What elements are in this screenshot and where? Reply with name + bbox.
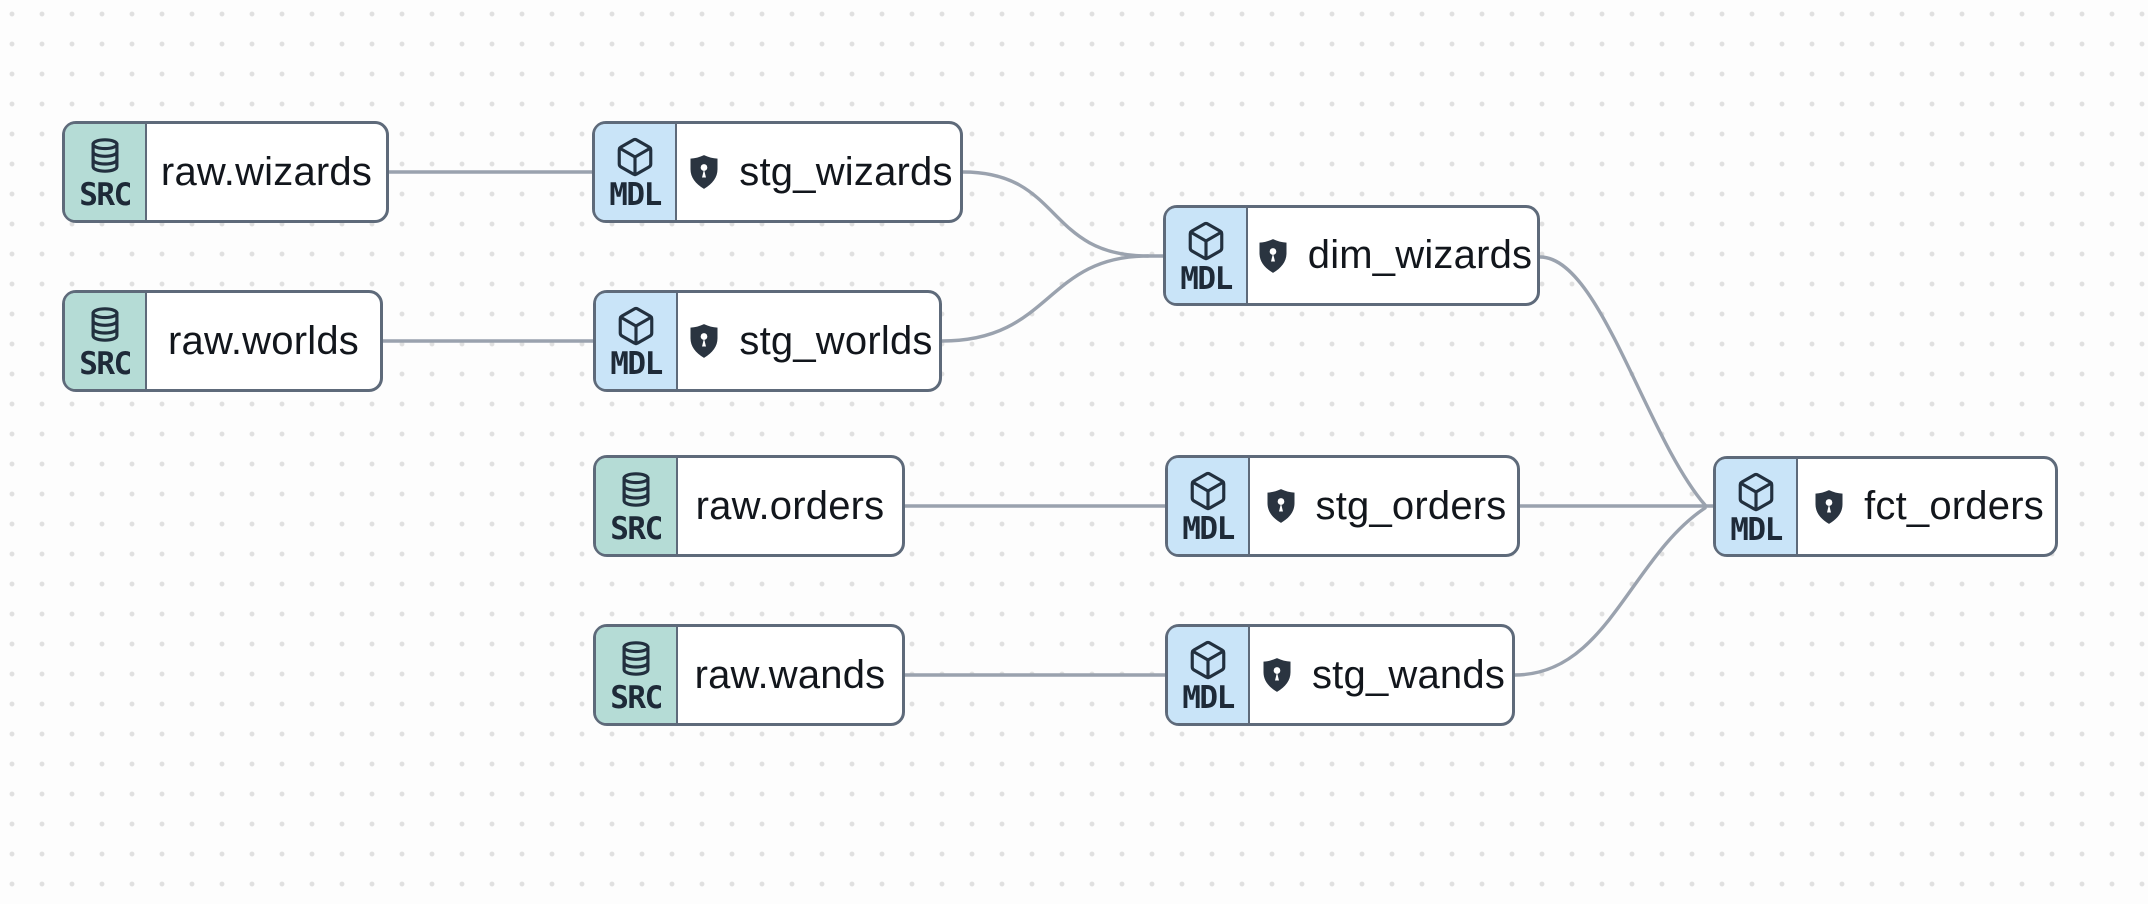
shield-icon: [1809, 485, 1849, 529]
node-type-label: SRC: [79, 346, 132, 383]
shield-icon: [684, 150, 724, 194]
node-body: stg_worlds: [678, 293, 939, 389]
node-body: fct_orders: [1798, 459, 2055, 554]
node-label: raw.wizards: [160, 149, 373, 194]
node-label: raw.wands: [694, 652, 886, 697]
cube-icon: [1190, 472, 1226, 511]
node-type-badge: MDL: [1716, 459, 1798, 554]
cube-icon: [617, 138, 653, 177]
node-type-label: MDL: [1730, 511, 1783, 548]
edge-stg_wizards-to-dim_wizards: [961, 170, 1165, 258]
node-body: stg_wands: [1250, 627, 1512, 723]
node-label: stg_orders: [1315, 483, 1507, 528]
node-type-label: SRC: [610, 511, 663, 548]
node-type-label: SRC: [610, 680, 663, 717]
database-icon: [91, 138, 119, 173]
node-raw_orders[interactable]: SRC raw.orders: [593, 455, 905, 557]
node-label: raw.worlds: [168, 318, 359, 363]
node-fct_orders[interactable]: MDL fct_orders: [1713, 456, 2058, 557]
database-icon: [91, 307, 119, 342]
node-body: stg_orders: [1250, 458, 1517, 554]
node-type-label: SRC: [79, 177, 132, 214]
node-type-label: MDL: [1182, 511, 1235, 548]
cube-icon: [1190, 641, 1226, 680]
shield-icon: [684, 319, 724, 363]
node-dim_wizards[interactable]: MDL dim_wizards: [1163, 205, 1540, 306]
node-label: stg_wands: [1311, 652, 1506, 697]
node-type-label: MDL: [610, 346, 663, 383]
node-label: dim_wizards: [1307, 233, 1533, 277]
node-type-badge: MDL: [1166, 208, 1248, 303]
node-type-label: MDL: [1182, 680, 1235, 717]
node-raw_wizards[interactable]: SRC raw.wizards: [62, 121, 389, 223]
node-label: stg_worlds: [739, 318, 933, 363]
node-stg_worlds[interactable]: MDL stg_worlds: [593, 290, 942, 392]
node-body: stg_wizards: [677, 124, 960, 220]
node-body: raw.worlds: [147, 293, 380, 389]
edge-dim_wizards-to-fct_orders: [1538, 255, 1707, 507]
node-body: dim_wizards: [1248, 208, 1537, 303]
node-type-badge: MDL: [1168, 627, 1250, 723]
node-stg_wands[interactable]: MDL stg_wands: [1165, 624, 1515, 726]
shield-icon: [1253, 234, 1293, 278]
node-label: stg_wizards: [739, 149, 953, 194]
node-stg_orders[interactable]: MDL stg_orders: [1165, 455, 1520, 557]
node-type-badge: MDL: [1168, 458, 1250, 554]
node-raw_worlds[interactable]: SRC raw.worlds: [62, 290, 383, 392]
node-type-badge: SRC: [596, 458, 678, 554]
node-label: raw.orders: [695, 483, 885, 528]
database-icon: [622, 472, 650, 507]
node-type-badge: SRC: [65, 124, 147, 220]
node-body: raw.wands: [678, 627, 902, 723]
database-icon: [622, 641, 650, 676]
node-label: fct_orders: [1864, 484, 2044, 528]
node-raw_wands[interactable]: SRC raw.wands: [593, 624, 905, 726]
shield-icon: [1257, 653, 1297, 697]
node-type-label: MDL: [1180, 260, 1233, 297]
shield-icon: [1261, 484, 1301, 528]
node-type-badge: SRC: [65, 293, 147, 389]
cube-icon: [1188, 221, 1224, 260]
cube-icon: [618, 307, 654, 346]
node-type-badge: MDL: [596, 293, 678, 389]
node-body: raw.orders: [678, 458, 902, 554]
node-type-label: MDL: [609, 177, 662, 214]
node-body: raw.wizards: [147, 124, 386, 220]
cube-icon: [1738, 472, 1774, 511]
node-type-badge: SRC: [596, 627, 678, 723]
node-type-badge: MDL: [595, 124, 677, 220]
edge-stg_worlds-to-dim_wizards: [940, 254, 1150, 343]
node-stg_wizards[interactable]: MDL stg_wizards: [592, 121, 963, 223]
edge-stg_wands-to-fct_orders: [1513, 506, 1707, 677]
